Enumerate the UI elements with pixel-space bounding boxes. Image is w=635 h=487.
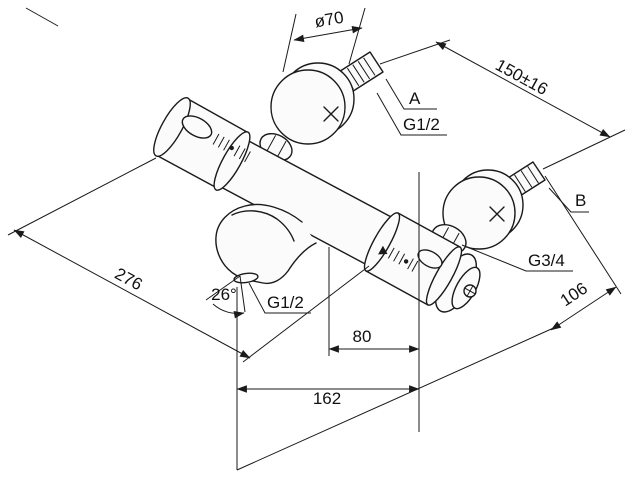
angle-rays — [205, 275, 246, 313]
angle-arc — [212, 303, 245, 319]
leader-spout-thread — [248, 282, 311, 314]
leader-connection-a — [385, 78, 437, 110]
dim-label-spout-reach: 162 — [313, 389, 341, 408]
temperature-lever-mark — [181, 115, 213, 139]
label-thread-b: G3/4 — [528, 251, 565, 270]
ext-lines-wall-depth — [236, 175, 622, 471]
collar-left — [213, 131, 251, 191]
dim-line-connection-spacing — [435, 41, 611, 138]
left-end-cap — [153, 97, 191, 157]
temperature-scale-ticks — [212, 133, 251, 163]
label-thread-a: G1/2 — [403, 115, 440, 134]
leader-connection-b — [548, 187, 589, 213]
construction-line-top-left — [25, 7, 59, 27]
dim-label-spout-offset: 80 — [353, 327, 372, 346]
wall-flange-a-face — [270, 69, 346, 145]
flange-b-cross-mark — [489, 206, 505, 222]
ext-lines-overall-length — [7, 157, 370, 363]
dim-label-wall-depth: 106 — [557, 279, 591, 311]
label-connection-a: A — [409, 89, 421, 108]
label-connection-b: B — [575, 191, 586, 210]
leader-thread-a — [376, 92, 447, 136]
flow-scale-ticks — [387, 247, 419, 272]
dim-line-wall-depth — [550, 286, 617, 331]
index-pointer-icon — [378, 245, 388, 255]
dim-label-overall-length: 276 — [112, 264, 146, 294]
flange-a-cross-mark — [323, 106, 339, 122]
label-spout-angle: 26° — [211, 285, 237, 304]
spout-top-contour — [231, 210, 295, 242]
screw-slot-icon — [464, 285, 476, 297]
collar-middle — [363, 212, 401, 272]
label-spout-thread: G1/2 — [267, 293, 304, 312]
dim-line-overall-length — [13, 229, 251, 359]
leader-thread-b — [461, 244, 573, 272]
collar-right — [425, 246, 463, 306]
dim-label-flange-diameter: ø70 — [313, 8, 345, 32]
dim-line-flange-diameter — [293, 26, 363, 42]
